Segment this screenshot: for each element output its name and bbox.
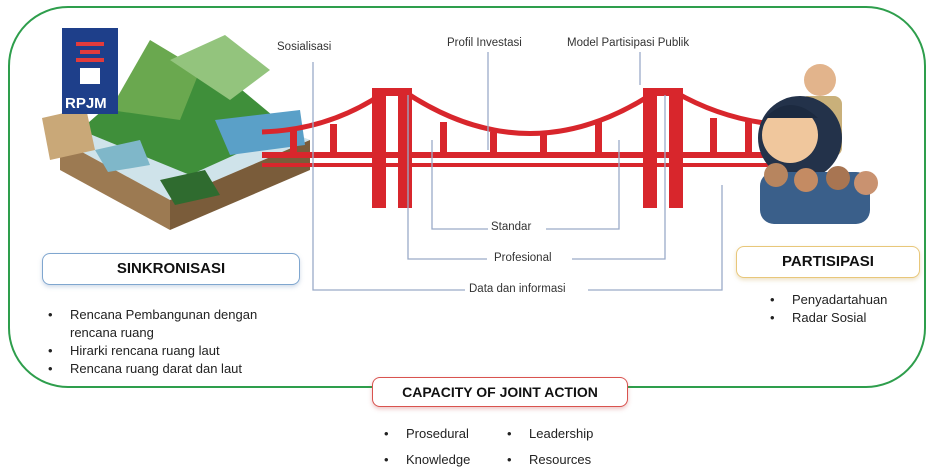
list-item: Rencana ruang darat dan laut bbox=[44, 360, 294, 378]
sinkronisasi-list: Rencana Pembangunan dengan rencana ruang… bbox=[44, 306, 294, 378]
list-item: Penyadartahuan bbox=[766, 291, 887, 309]
connector-lines bbox=[312, 52, 723, 291]
partisipasi-list: Penyadartahuan Radar Sosial bbox=[766, 291, 887, 327]
partisipasi-box: PARTISIPASI bbox=[736, 246, 920, 278]
logo-text: RPJM bbox=[65, 95, 107, 112]
list-item: Resources bbox=[503, 447, 593, 473]
list-item: Prosedural bbox=[380, 421, 470, 447]
label-profesional: Profesional bbox=[494, 252, 552, 264]
list-item: Rencana Pembangunan dengan rencana ruang bbox=[44, 306, 294, 342]
capacity-list-col2: Leadership Resources bbox=[503, 421, 593, 473]
capacity-box: CAPACITY OF JOINT ACTION bbox=[372, 377, 628, 407]
rpjm-logo: RPJM bbox=[62, 28, 118, 114]
label-sosialisasi: Sosialisasi bbox=[277, 41, 332, 53]
list-item: Hirarki rencana ruang laut bbox=[44, 342, 294, 360]
label-model-partisipasi: Model Partisipasi Publik bbox=[567, 37, 690, 49]
list-item: Leadership bbox=[503, 421, 593, 447]
list-item: Knowledge bbox=[380, 447, 470, 473]
community-people-illustration bbox=[758, 64, 878, 224]
label-standar: Standar bbox=[491, 221, 532, 233]
spatial-planning-illustration bbox=[42, 35, 310, 230]
capacity-list-col1: Prosedural Knowledge bbox=[380, 421, 470, 473]
label-data-informasi: Data dan informasi bbox=[469, 283, 566, 295]
label-profil-investasi: Profil Investasi bbox=[447, 37, 522, 49]
red-bridge bbox=[261, 88, 773, 208]
list-item: Radar Sosial bbox=[766, 309, 887, 327]
sinkronisasi-box: SINKRONISASI bbox=[42, 253, 300, 285]
